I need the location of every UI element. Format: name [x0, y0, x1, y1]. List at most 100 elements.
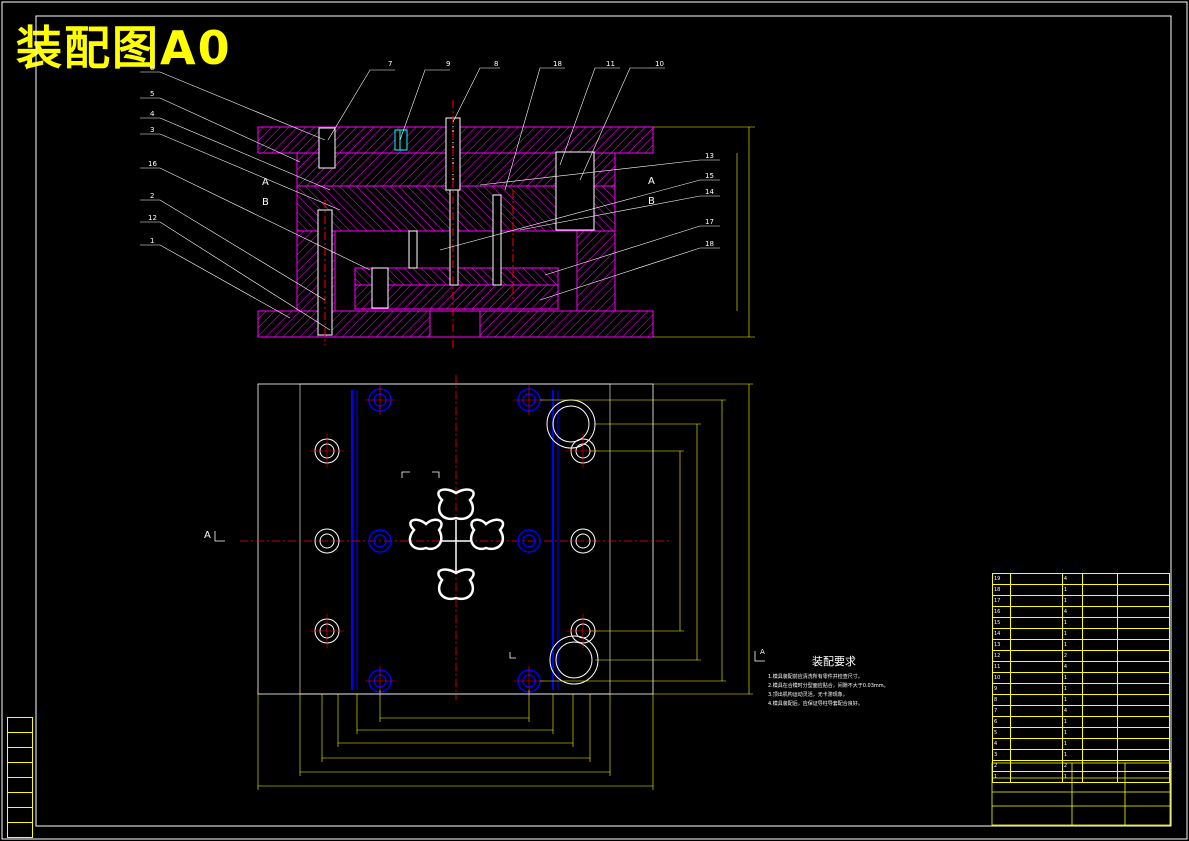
requirement-item: 3.顶出机构运动灵活，无卡滞现象。: [768, 692, 848, 698]
bom-cell: 2: [1061, 650, 1084, 662]
bom-cell: [1117, 650, 1170, 662]
bom-cell: [1117, 672, 1170, 684]
bom-row: 15 1: [991, 617, 1170, 629]
bom-cell: [1010, 727, 1063, 739]
balloon: 14: [705, 188, 714, 196]
sidebar-row: [7, 762, 33, 778]
bom-cell: 4: [991, 738, 1012, 750]
sidebar-cell: [7, 747, 33, 763]
bom-cell: 4: [1061, 661, 1084, 673]
bom-cell: 1: [1061, 617, 1084, 629]
sidebar-row: [7, 717, 33, 733]
bom-cell: [1082, 617, 1119, 629]
bom-cell: 1: [1061, 595, 1084, 607]
bom-cell: [1010, 760, 1063, 772]
bom-cell: 17: [991, 595, 1012, 607]
bom-cell: [1117, 595, 1170, 607]
section-label-a: A: [262, 177, 269, 188]
bom-cell: [1117, 727, 1170, 739]
balloon: 1: [150, 237, 155, 245]
bom-cell: [1010, 716, 1063, 728]
requirement-item: 1.模具装配前应清洗所有零件并检查尺寸。: [768, 674, 863, 680]
plan-outline-inner: [299, 383, 611, 695]
bom-row: 19 4: [991, 573, 1170, 585]
sidebar-row: [7, 732, 33, 748]
balloon: 18: [553, 60, 562, 68]
bom-cell: [1082, 683, 1119, 695]
bom-cell: 6: [991, 716, 1012, 728]
balloon: 17: [705, 218, 714, 226]
section-label-a: A: [648, 176, 655, 187]
bom-cell: [1082, 639, 1119, 651]
bom-cell: [1082, 628, 1119, 640]
screw-top-left: [318, 127, 336, 169]
balloon: 7: [388, 60, 393, 68]
bom-cell: 1: [1061, 716, 1084, 728]
balloon: 13: [705, 152, 714, 160]
bom-cell: [1117, 661, 1170, 673]
bom-cell: 4: [1061, 573, 1084, 585]
bom-cell: [1117, 573, 1170, 585]
bom-cell: [1010, 661, 1063, 673]
bom-cell: 8: [991, 694, 1012, 706]
bom-cell: [1010, 617, 1063, 629]
balloon: 18: [705, 240, 714, 248]
sidebar-row: [7, 807, 33, 823]
bom-cell: [1082, 749, 1119, 761]
sidebar-cell: [7, 822, 33, 838]
bom-cell: 1: [991, 771, 1012, 783]
bom-cell: 2: [1061, 760, 1084, 772]
requirements-list: 1.模具装配前应清洗所有零件并检查尺寸。 2.模具在合模时分型面应贴合，间隙不大…: [768, 673, 978, 709]
bom-cell: 7: [991, 705, 1012, 717]
balloon: 5: [150, 90, 155, 98]
bom-cell: [1010, 650, 1063, 662]
bom-cell: [1010, 584, 1063, 596]
revision-sidebar: [7, 717, 33, 838]
bom-cell: 13: [991, 639, 1012, 651]
bom-cell: 5: [991, 727, 1012, 739]
bom-cell: 1: [1061, 683, 1084, 695]
balloon: 3: [150, 126, 155, 134]
ejector-pin-2: [492, 194, 502, 286]
balloon: 6: [150, 64, 155, 72]
balloon: 16: [148, 160, 157, 168]
bom-cell: [1082, 584, 1119, 596]
bom-cell: [1010, 705, 1063, 717]
section-view: [140, 67, 755, 350]
bom-cell: 12: [991, 650, 1012, 662]
bom-row: 17 1: [991, 595, 1170, 607]
bom-cell: [1082, 661, 1119, 673]
bom-cell: 15: [991, 617, 1012, 629]
bom-cell: [1117, 760, 1170, 772]
bom-cell: [1082, 650, 1119, 662]
bom-cell: 19: [991, 573, 1012, 585]
bom-cell: [1082, 771, 1119, 783]
bom-cell: [1082, 595, 1119, 607]
bom-cell: [1117, 639, 1170, 651]
bom-cell: 10: [991, 672, 1012, 684]
bom-row: 12 2: [991, 650, 1170, 662]
balloon: 8: [494, 60, 499, 68]
bom-cell: 1: [1061, 672, 1084, 684]
bom-cell: [1010, 573, 1063, 585]
spacer-right: [576, 230, 616, 312]
bom-cell: 1: [1061, 749, 1084, 761]
sidebar-row: [7, 822, 33, 838]
balloon: 9: [446, 60, 451, 68]
bom-cell: [1082, 694, 1119, 706]
sidebar-cell: [7, 717, 33, 733]
sidebar-cell: [7, 762, 33, 778]
sidebar-cell: [7, 792, 33, 808]
bom-cell: [1010, 639, 1063, 651]
bom-cell: [1010, 595, 1063, 607]
balloon: 10: [655, 60, 664, 68]
bom-cell: [1117, 716, 1170, 728]
sidebar-row: [7, 792, 33, 808]
bom-cell: [1082, 716, 1119, 728]
bom-cell: [1117, 584, 1170, 596]
